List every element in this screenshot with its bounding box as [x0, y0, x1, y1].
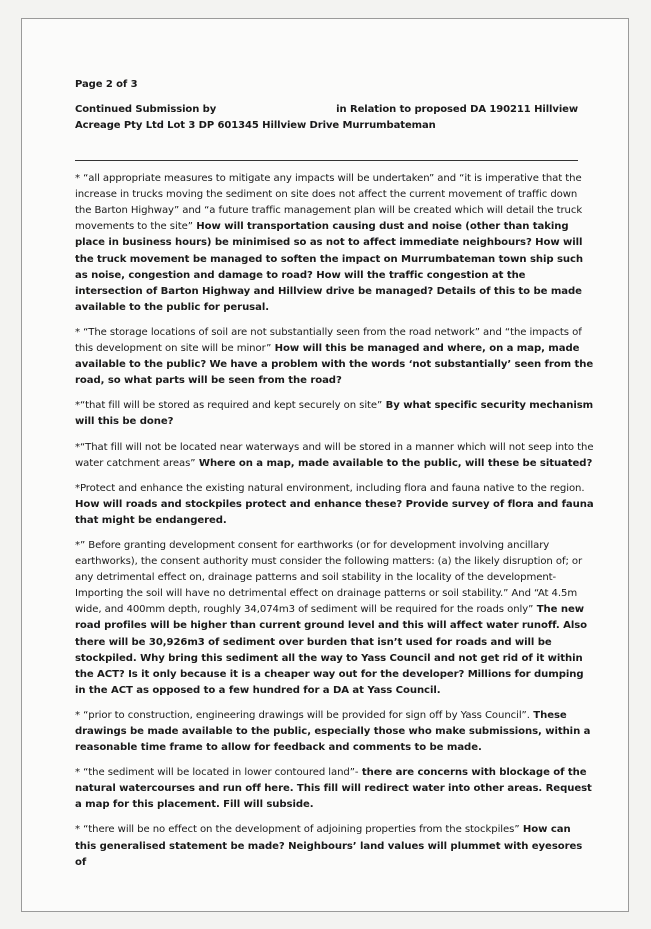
header-left: Continued Submission by	[75, 104, 217, 116]
paragraph-3: *“that fill will be stored as required a…	[75, 398, 595, 430]
header-line2: Acreage Pty Ltd Lot 3 DP 601345 Hillview…	[75, 120, 436, 132]
header-divider	[75, 160, 578, 162]
quote-text: *” Before granting development consent f…	[75, 539, 583, 616]
document-page: Page 2 of 3 Continued Submission by in Re…	[21, 18, 629, 912]
paragraph-7: * “prior to construction, engineering dr…	[75, 708, 595, 756]
question-text: By what specific security mechanism will…	[75, 400, 594, 428]
paragraph-4: *“That fill will not be located near wat…	[75, 440, 595, 472]
paragraph-1: * “all appropriate measures to mitigate …	[75, 171, 595, 316]
page-number: Page 2 of 3	[75, 79, 138, 90]
paragraph-8: * “the sediment will be located in lower…	[75, 765, 595, 813]
submission-header: Continued Submission by in Relation to pr…	[75, 102, 595, 134]
quote-text: * “prior to construction, engineering dr…	[75, 709, 530, 721]
document-content: Page 2 of 3 Continued Submission by in Re…	[75, 77, 595, 880]
paragraph-2: * “The storage locations of soil are not…	[75, 325, 595, 389]
question-text: there are concerns with blockage of the …	[75, 767, 592, 811]
quote-text: *Protect and enhance the existing natura…	[75, 482, 585, 494]
question-text: Where on a map, made available to the pu…	[195, 457, 593, 469]
quote-text: * “The storage locations of soil are not…	[75, 326, 582, 355]
quote-text: *“That fill will not be located near wat…	[75, 441, 594, 469]
question-text: The new road profiles will be higher tha…	[75, 604, 588, 696]
question-text: These drawings be made available to the …	[75, 709, 591, 754]
header-right: in Relation to proposed DA 190211 Hillvi…	[336, 104, 579, 116]
quote-text: * “the sediment will be located in lower…	[75, 767, 359, 779]
quote-text: *“that fill will be stored as required a…	[75, 400, 383, 412]
question-text: How will this be managed and where, on a…	[75, 343, 594, 387]
paragraph-9: * “there will be no effect on the develo…	[75, 822, 595, 870]
quote-text: * “all appropriate measures to mitigate …	[75, 173, 583, 233]
paragraph-6: *” Before granting development consent f…	[75, 538, 595, 699]
question-text: How will transportation causing dust and…	[75, 221, 583, 313]
question-text: How can this generalised statement be ma…	[75, 824, 583, 868]
quote-text: * “there will be no effect on the develo…	[75, 824, 520, 836]
paragraph-5: *Protect and enhance the existing natura…	[75, 481, 595, 529]
question-text: How will roads and stockpiles protect an…	[75, 498, 594, 526]
